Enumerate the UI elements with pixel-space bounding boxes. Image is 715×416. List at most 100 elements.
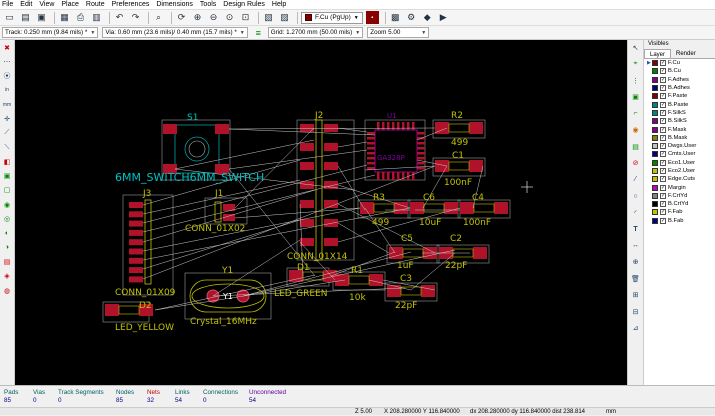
add-text-icon[interactable]: T xyxy=(633,225,638,233)
layer-row-b-cu[interactable]: ✓B.Cu xyxy=(644,67,715,75)
cursor-shape-icon[interactable]: ✛ xyxy=(4,115,10,123)
layer-row-f-cu[interactable]: ▶✓F.Cu xyxy=(644,59,715,67)
layer-color-swatch[interactable] xyxy=(652,109,658,116)
layer-visible-checkbox[interactable]: ✓ xyxy=(660,176,666,183)
grid-toggle-icon[interactable]: ⋯ xyxy=(3,58,11,66)
zoom-out-icon[interactable]: ⊖ xyxy=(209,12,218,22)
via-size-select[interactable]: Via: 0.60 mm (23.6 mils)/ 0.40 mm (15.7 … xyxy=(102,27,248,38)
layer-color-swatch[interactable] xyxy=(652,168,658,174)
add-line-icon[interactable]: ⁄ xyxy=(634,176,637,183)
pcb-canvas[interactable]: S1 6MM_SWITCH6MM_SWITCH J2 U1 GA328P R2 … xyxy=(15,40,627,385)
curved-ratsnest-icon[interactable]: ◍ xyxy=(3,287,11,295)
layer-color-swatch[interactable] xyxy=(652,192,658,199)
layer-color-swatch[interactable] xyxy=(652,151,658,158)
layer-row-margin[interactable]: ✓Margin xyxy=(644,183,715,191)
module-ratsnest-icon[interactable]: ⟍ xyxy=(4,143,10,151)
layer-color-swatch[interactable] xyxy=(652,60,658,67)
footprint-browser-icon[interactable]: ▨ xyxy=(280,12,289,22)
search-icon[interactable]: ⌕ xyxy=(155,12,162,22)
layer-color-swatch[interactable] xyxy=(652,201,658,208)
mm-icon[interactable]: mm xyxy=(2,101,12,108)
drc-icon[interactable]: ⚙ xyxy=(407,12,416,22)
switch-s1[interactable] xyxy=(163,124,229,174)
menu-design-rules[interactable]: Design Rules xyxy=(223,0,265,8)
refresh-icon[interactable]: ⟳ xyxy=(177,12,186,22)
layer-row-b-silks[interactable]: ✓B.SilkS xyxy=(644,117,715,125)
netlist-icon[interactable]: ▩ xyxy=(390,12,400,22)
page-settings-icon[interactable]: ▦ xyxy=(60,12,69,22)
layer-visible-checkbox[interactable]: ✓ xyxy=(660,93,666,100)
redo-icon[interactable]: ↷ xyxy=(131,12,140,22)
new-board-icon[interactable]: ▭ xyxy=(5,12,14,22)
route-track-icon[interactable]: ⌐ xyxy=(633,110,638,117)
zoom-fit-icon[interactable]: ⊙ xyxy=(225,12,234,22)
layer-color-swatch[interactable] xyxy=(652,209,658,216)
layer-pair-icon[interactable]: ▪ xyxy=(365,11,379,24)
polar-coords-icon[interactable]: ⦿ xyxy=(3,73,11,81)
auto-delete-track-icon[interactable]: ◧ xyxy=(3,158,11,166)
add-via-icon[interactable]: ◉ xyxy=(632,127,639,134)
grid-select[interactable]: Grid: 1.2700 mm (50.00 mils)▼ xyxy=(267,27,364,38)
layer-visible-checkbox[interactable]: ✓ xyxy=(660,192,666,199)
grid-origin-icon[interactable]: ⊟ xyxy=(632,308,639,316)
layer-row-b-mask[interactable]: ✓B.Mask xyxy=(644,134,715,142)
menu-help[interactable]: Help xyxy=(271,0,287,8)
layer-row-b-crtyd[interactable]: ✓B.CrtYd xyxy=(644,200,715,208)
layer-color-swatch[interactable] xyxy=(652,217,658,224)
layer-visible-checkbox[interactable]: ✓ xyxy=(660,134,666,141)
layer-visible-checkbox[interactable]: ✓ xyxy=(660,60,666,67)
layer-row-dwgs-user[interactable]: ✓Dwgs.User xyxy=(644,142,715,150)
layer-visible-checkbox[interactable]: ✓ xyxy=(660,76,666,83)
connector-j2-pads[interactable] xyxy=(300,124,338,246)
add-arc-icon[interactable]: ◜ xyxy=(634,209,637,217)
measure-icon[interactable]: ⊿ xyxy=(632,325,639,332)
pcb-drawing[interactable]: S1 6MM_SWITCH6MM_SWITCH J2 U1 GA328P R2 … xyxy=(15,40,627,385)
layer-color-swatch[interactable] xyxy=(652,176,658,183)
highlight-net-icon[interactable]: ⌖ xyxy=(633,60,638,67)
drc-off-icon[interactable]: ✖ xyxy=(4,44,10,52)
layer-visible-checkbox[interactable]: ✓ xyxy=(660,209,666,216)
layer-visible-checkbox[interactable]: ✓ xyxy=(660,126,666,133)
add-circle-icon[interactable]: ○ xyxy=(633,192,638,200)
delete-icon[interactable]: 🗑 xyxy=(631,275,640,283)
menu-place[interactable]: Place xyxy=(61,0,79,8)
undo-icon[interactable]: ↶ xyxy=(115,12,124,22)
pad-sketch-icon[interactable]: ◉ xyxy=(3,201,11,209)
save-icon[interactable]: ▣ xyxy=(37,12,46,22)
ic-u1[interactable] xyxy=(367,122,425,180)
layer-visible-checkbox[interactable]: ✓ xyxy=(660,101,666,108)
ratsnest-icon[interactable]: ⟋ xyxy=(4,129,10,137)
layer-color-swatch[interactable] xyxy=(652,93,658,100)
layer-color-swatch[interactable] xyxy=(652,118,658,125)
microwave-icon[interactable]: ◈ xyxy=(4,273,10,281)
zone-outline-icon[interactable]: ▢ xyxy=(3,187,11,195)
layer-visible-checkbox[interactable]: ✓ xyxy=(660,109,666,116)
layer-row-b-adhes[interactable]: ✓B.Adhes xyxy=(644,84,715,92)
menu-preferences[interactable]: Preferences xyxy=(111,0,150,8)
layer-color-swatch[interactable] xyxy=(652,68,658,75)
add-dimension-icon[interactable]: ↔ xyxy=(632,242,639,249)
tab-render[interactable]: Render xyxy=(676,51,696,57)
tab-layer[interactable]: Layer xyxy=(644,49,672,58)
menu-file[interactable]: File xyxy=(2,0,14,8)
drill-origin-icon[interactable]: ⊞ xyxy=(632,292,639,299)
layer-visible-checkbox[interactable]: ✓ xyxy=(660,143,666,150)
layer-color-swatch[interactable] xyxy=(652,143,658,150)
via-sketch-icon[interactable]: ◎ xyxy=(3,216,11,224)
layer-visible-checkbox[interactable]: ✓ xyxy=(660,68,666,75)
layer-visible-checkbox[interactable]: ✓ xyxy=(660,151,666,158)
open-icon[interactable]: ▤ xyxy=(21,12,30,22)
layer-visible-checkbox[interactable]: ✓ xyxy=(660,217,666,224)
local-ratsnest-icon[interactable]: ⋮ xyxy=(632,77,639,85)
menu-view[interactable]: View xyxy=(39,0,55,8)
plot-icon[interactable]: ▥ xyxy=(92,12,101,22)
layer-visible-checkbox[interactable]: ✓ xyxy=(660,184,666,191)
select-icon[interactable]: ↖ xyxy=(632,44,639,52)
layer-color-swatch[interactable] xyxy=(652,159,658,166)
layer-visible-checkbox[interactable]: ✓ xyxy=(660,201,666,208)
layer-color-swatch[interactable] xyxy=(652,134,658,141)
menu-route[interactable]: Route xyxy=(85,0,105,8)
track-width-select[interactable]: Track: 0.250 mm (9.84 mils) *▼ xyxy=(2,27,99,38)
add-target-icon[interactable]: ⊕ xyxy=(632,259,639,266)
layer-row-edge-cuts[interactable]: ✓Edge.Cuts xyxy=(644,175,715,183)
